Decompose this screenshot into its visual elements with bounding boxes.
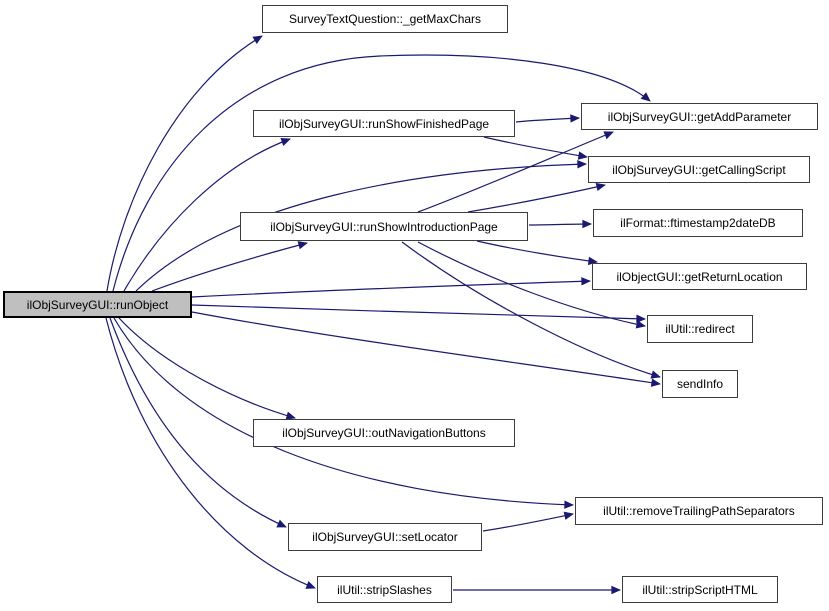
node-label: ilObjSurveyGUI::runShowFinishedPage [278, 116, 490, 131]
edge-runObject-sendInfo [191, 311, 661, 387]
node-outNavigationButtons[interactable]: ilObjSurveyGUI::outNavigationButtons [253, 419, 515, 447]
node-label: SurveyTextQuestion::_getMaxChars [288, 12, 482, 26]
node-getCallingScript[interactable]: ilObjSurveyGUI::getCallingScript [588, 156, 810, 183]
edge-runObject-runShowFinishedPage [123, 138, 291, 292]
edge-runObject-stripSlashes [105, 317, 316, 589]
node-label: ilObjectGUI::getReturnLocation [616, 269, 783, 284]
edge-runObject-getMaxChars [106, 35, 263, 292]
edge-runObject-getCallingScript [135, 160, 587, 292]
node-stripScriptHTML[interactable]: ilUtil::stripScriptHTML [622, 576, 778, 603]
node-label: ilUtil::removeTrailingPathSeparators [603, 504, 795, 518]
node-redirect[interactable]: ilUtil::redirect [647, 315, 753, 343]
edge-runObject-runShowIntroductionPage [151, 241, 308, 292]
node-label: ilObjSurveyGUI::getCallingScript [612, 162, 786, 177]
node-label: ilFormat::ftimestamp2dateDB [620, 216, 776, 230]
edge-runShowIntroductionPage-getAddParameter [417, 131, 614, 213]
node-label: ilObjSurveyGUI::setLocator [312, 530, 458, 544]
edge-runShowIntroductionPage-getReturnLocation [476, 240, 598, 266]
node-label: sendInfo [676, 377, 724, 391]
node-label: ilUtil::stripSlashes [337, 582, 432, 597]
edge-runShowIntroductionPage-redirect [417, 241, 646, 329]
edge-runObject-getAddParameter [112, 54, 651, 292]
node-getReturnLocation[interactable]: ilObjectGUI::getReturnLocation [592, 263, 807, 290]
edge-runShowIntroductionPage-sendInfo [401, 241, 661, 379]
node-getMaxChars[interactable]: SurveyTextQuestion::_getMaxChars [262, 5, 508, 33]
edge-runShowIntroductionPage-getCallingScript [467, 182, 606, 213]
edge-runObject-outNavigationButtons [118, 317, 296, 420]
node-sendInfo[interactable]: sendInfo [662, 370, 738, 398]
edge-runShowFinishedPage-getCallingScript [483, 136, 588, 160]
node-runObject[interactable]: ilObjSurveyGUI::runObject [3, 291, 192, 318]
edge-runObject-getReturnLocation [191, 277, 591, 298]
edge-runShowIntroductionPage-ftimestamp2dateDB [528, 219, 592, 229]
node-runShowIntroductionPage[interactable]: ilObjSurveyGUI::runShowIntroductionPage [240, 212, 528, 241]
node-label: ilUtil::redirect [665, 322, 735, 336]
node-getAddParameter[interactable]: ilObjSurveyGUI::getAddParameter [581, 103, 818, 130]
node-runShowFinishedPage[interactable]: ilObjSurveyGUI::runShowFinishedPage [253, 110, 515, 137]
node-ftimestamp2dateDB[interactable]: ilFormat::ftimestamp2dateDB [593, 209, 803, 237]
node-setLocator[interactable]: ilObjSurveyGUI::setLocator [288, 523, 482, 551]
node-label: ilObjSurveyGUI::runObject [26, 297, 169, 312]
edge-runObject-setLocator [109, 317, 287, 528]
node-label: ilObjSurveyGUI::getAddParameter [607, 109, 792, 124]
edge-runObject-redirect [191, 304, 646, 323]
node-label: ilObjSurveyGUI::runShowIntroductionPage [270, 219, 498, 234]
edge-setLocator-removeTrailingPathSeparators [482, 511, 574, 532]
edge-runShowFinishedPage-getAddParameter [515, 114, 580, 123]
node-stripSlashes[interactable]: ilUtil::stripSlashes [317, 576, 452, 603]
edge-runObject-removeTrailingPathSeparators [113, 317, 574, 509]
node-label: ilObjSurveyGUI::outNavigationButtons [282, 426, 486, 440]
node-removeTrailingPathSeparators[interactable]: ilUtil::removeTrailingPathSeparators [575, 497, 823, 525]
node-label: ilUtil::stripScriptHTML [642, 582, 758, 597]
